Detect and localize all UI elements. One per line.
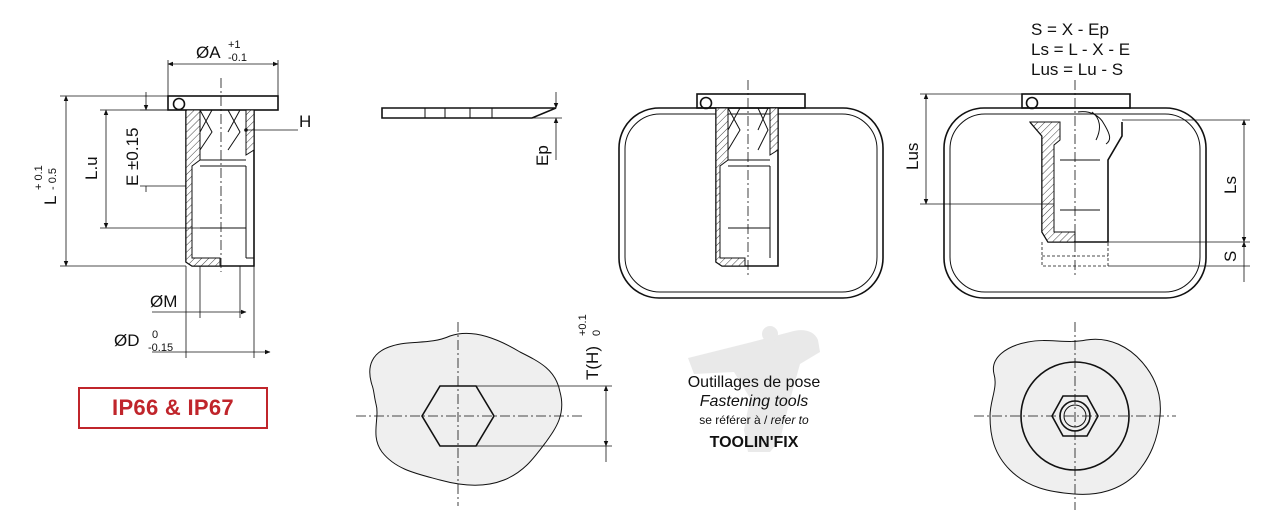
- seal-ring: [172, 97, 186, 111]
- formula-lus: Lus = Lu - S: [1031, 60, 1123, 79]
- dim-e-label: E ±0.15: [123, 128, 142, 186]
- formula-s: S = X - Ep: [1031, 20, 1109, 39]
- riveting-tool-icon: [688, 326, 820, 452]
- hex-hole-view: T(H) +0.1 0: [356, 314, 612, 506]
- right-wall-section: [240, 109, 255, 156]
- dim-lu-label: L.u: [82, 156, 101, 180]
- dim-l-label: L: [41, 196, 60, 205]
- tooling-line3: se référer à / refer to: [699, 413, 809, 427]
- dim-d-label: ØD: [114, 331, 140, 350]
- formula-block: S = X - Ep Ls = L - X - E Lus = Lu - S: [1031, 20, 1130, 79]
- knurl-pattern: [199, 109, 241, 151]
- dim-t-tol-lower: 0: [591, 330, 603, 336]
- dim-t-label: T(H): [583, 346, 602, 380]
- dim-l-tol-upper: + 0.1: [33, 165, 45, 190]
- dim-a-tol-lower: -0.1: [228, 52, 247, 64]
- dim-a-tol-upper: +1: [228, 39, 241, 51]
- dim-labels-view1: ØA +1 -0.1 L + 0.1 - 0.5 L.u E ±0.15 H Ø…: [33, 39, 311, 354]
- dim-s-label: S: [1221, 251, 1240, 262]
- dim-a-label: ØA: [196, 43, 221, 62]
- left-wall-section: [185, 109, 221, 267]
- dim-h-label: H: [299, 112, 311, 131]
- tooling-note: Outillages de pose Fastening tools se ré…: [688, 374, 821, 451]
- formula-ls: Ls = L - X - E: [1031, 40, 1130, 59]
- tooling-line1: Outillages de pose: [688, 374, 821, 391]
- ip-rating-badge: IP66 & IP67: [78, 387, 268, 429]
- tooling-line2: Fastening tools: [700, 393, 809, 410]
- tooling-line3-fr: se référer à /: [699, 413, 770, 427]
- hex-nut: [1051, 395, 1099, 437]
- dim-d-tol-upper: 0: [152, 329, 158, 341]
- tooling-line3-en: refer to: [771, 413, 809, 427]
- dim-lus-label: Lus: [903, 143, 922, 170]
- ip-rating-text: IP66 & IP67: [112, 395, 234, 420]
- dim-l-tol-lower: - 0.5: [47, 168, 59, 190]
- sheet-thickness-view: Ep: [381, 92, 562, 166]
- flange-outline: [167, 95, 279, 111]
- installation-view-after: Lus Ls S: [903, 80, 1250, 299]
- dim-t-tol-upper: +0.1: [577, 314, 589, 336]
- dim-m-label: ØM: [150, 292, 177, 311]
- top-view-installed: [974, 322, 1176, 510]
- tooling-brand: TOOLIN'FIX: [710, 434, 799, 451]
- dim-d-tol-lower: -0.15: [148, 342, 173, 354]
- rivet-nut-section-view: [60, 60, 298, 358]
- installation-view-before: [618, 80, 884, 299]
- hex-hole: [421, 385, 495, 447]
- dim-ep-label: Ep: [533, 145, 552, 166]
- dim-ls-label: Ls: [1221, 176, 1240, 194]
